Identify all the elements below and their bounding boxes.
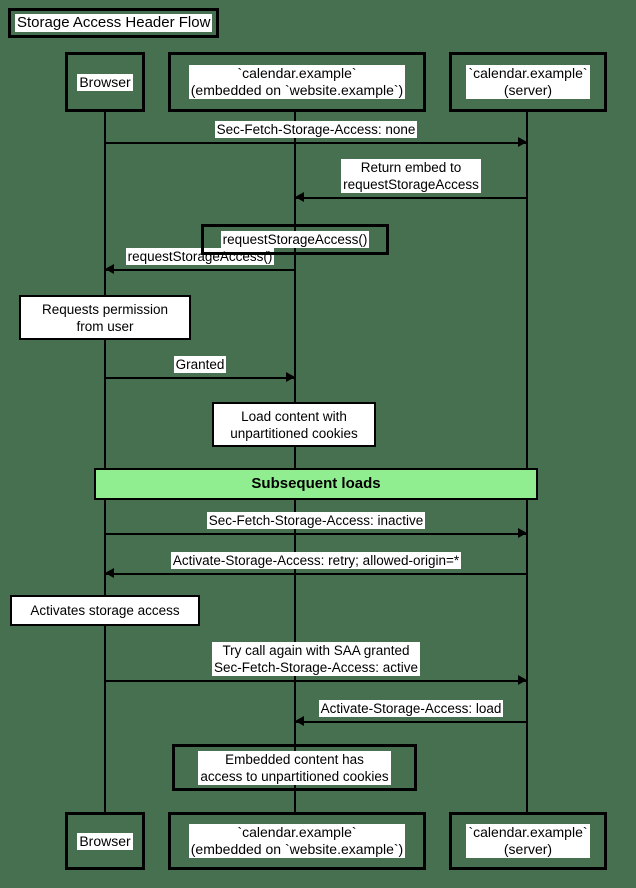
message-label-wrap-m1: Sec-Fetch-Storage-Access: none [105,121,527,138]
message-label-wrap-m5: Sec-Fetch-Storage-Access: inactive [105,512,527,529]
participant-embed-bottom[interactable]: `calendar.example` (embedded on `website… [168,812,426,870]
message-label: Granted [173,356,227,373]
participant-label: `calendar.example` (embedded on `website… [188,824,406,858]
message-label: Return embed to requestStorageAccess [341,159,481,193]
message-line-m2 [295,197,527,199]
note-label: Embedded content has access to unpartiti… [198,750,391,785]
participant-label: Browser [77,832,133,850]
note-n5: Embedded content has access to unpartiti… [172,744,417,791]
arrow-head-left [295,716,304,726]
participant-browser-bottom[interactable]: Browser [65,812,145,870]
diagram-title-frame: Storage Access Header Flow [8,8,220,38]
message-line-m5 [105,533,527,535]
note-label: Activates storage access [30,603,180,618]
message-label: Sec-Fetch-Storage-Access: none [214,121,418,138]
participant-server-bottom[interactable]: `calendar.example` (server) [449,812,607,870]
lifeline-embed [294,112,296,812]
message-line-m7 [105,680,527,682]
note-n1: requestStorageAccess() [201,224,389,255]
arrow-head-right [518,675,527,685]
note-n2: Requests permission from user [19,295,191,340]
participant-label: `calendar.example` (embedded on `website… [188,65,406,99]
arrow-head-right [518,137,527,147]
note-label: Load content with unpartitioned cookies [230,408,358,441]
note-label: requestStorageAccess() [220,231,370,248]
message-label: Activate-Storage-Access: retry; allowed-… [170,552,462,569]
participant-label: `calendar.example` (server) [466,65,590,99]
message-line-m4 [105,377,295,379]
arrow-head-left [105,568,114,578]
message-label: Try call again with SAA granted Sec-Fetc… [211,642,421,676]
page-title: Storage Access Header Flow [15,14,213,32]
message-line-m1 [105,142,527,144]
arrow-head-left [105,264,114,274]
arrow-head-left [295,192,304,202]
message-label-wrap-m6: Activate-Storage-Access: retry; allowed-… [105,552,527,569]
participant-browser-top[interactable]: Browser [65,52,145,112]
lifeline-browser [104,112,106,812]
message-label-wrap-m8: Activate-Storage-Access: load [295,700,527,717]
participant-embed-top[interactable]: `calendar.example` (embedded on `website… [168,52,426,112]
message-label-wrap-m2: Return embed to requestStorageAccess [295,159,527,193]
lifeline-server [526,112,528,812]
note-label: Requests permission from user [41,301,169,334]
participant-label: Browser [77,73,133,91]
message-line-m6 [105,573,527,575]
message-label: Activate-Storage-Access: load [318,700,504,717]
divider-label: Subsequent loads [251,475,381,492]
divider-band: Subsequent loads [94,468,538,500]
message-label-wrap-m7: Try call again with SAA granted Sec-Fetc… [105,642,527,676]
note-n3: Load content with unpartitioned cookies [212,402,376,447]
message-line-m8 [295,721,527,723]
message-label: Sec-Fetch-Storage-Access: inactive [206,512,426,529]
arrow-head-right [518,528,527,538]
participant-label: `calendar.example` (server) [466,824,590,858]
message-line-m3 [105,269,295,271]
note-n4: Activates storage access [10,595,200,626]
message-label-wrap-m4: Granted [105,356,295,373]
arrow-head-right [286,372,295,382]
participant-server-top[interactable]: `calendar.example` (server) [449,52,607,112]
